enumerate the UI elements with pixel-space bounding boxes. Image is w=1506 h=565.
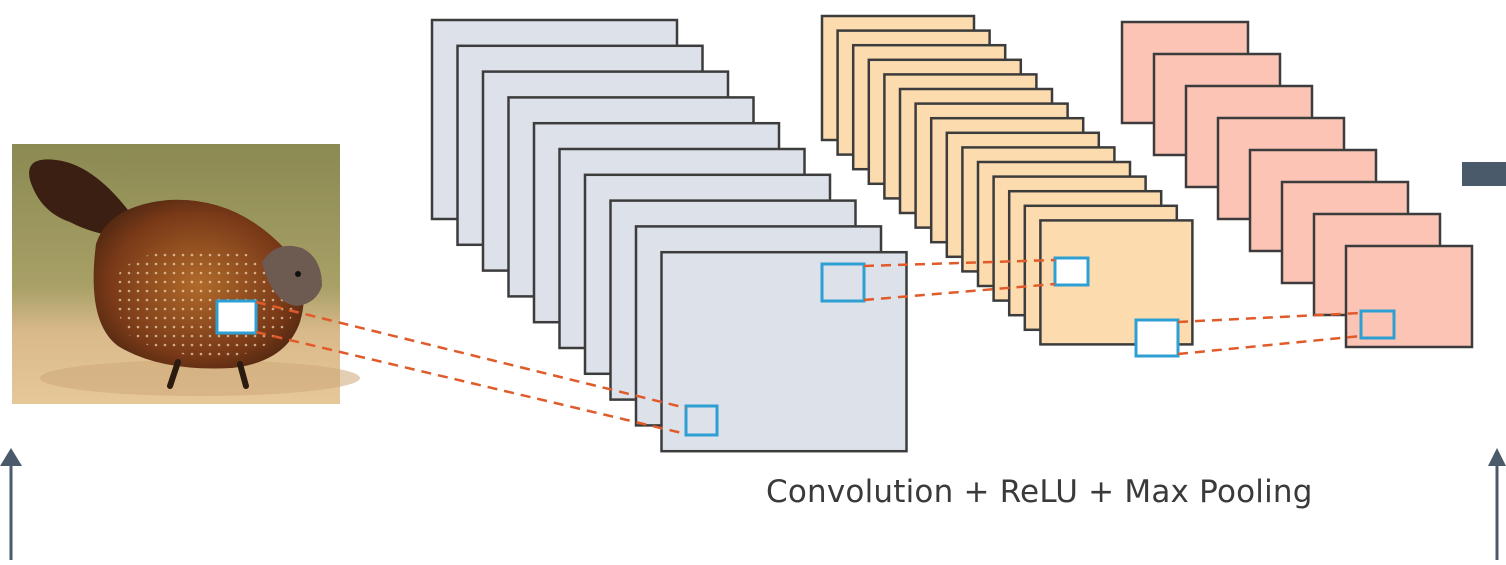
pool-receptive-field — [1359, 309, 1396, 340]
bird-legs — [167, 359, 249, 389]
conv-feature-map-frame — [660, 250, 908, 453]
relu-receptive-field-high — [1053, 256, 1090, 287]
connector-conv-bottom — [863, 282, 1056, 302]
connector-input-top — [255, 300, 687, 410]
up-arrow-icon — [1488, 448, 1506, 560]
pool-feature-maps — [1120, 20, 1474, 349]
connector-conv-top — [863, 258, 1056, 268]
pool-feature-map-frame — [1344, 244, 1474, 349]
stage-caption: Convolution + ReLU + Max Pooling — [766, 474, 1313, 510]
conv-receptive-field-low — [684, 404, 719, 437]
up-arrow-icon — [0, 448, 22, 560]
input-receptive-field — [215, 299, 258, 335]
conv-feature-maps — [430, 18, 908, 453]
bird-eye — [295, 271, 301, 277]
connector-relu-top — [1177, 311, 1362, 324]
right-arrow-icon — [1462, 162, 1506, 186]
relu-receptive-field-low — [1134, 318, 1180, 358]
input-image — [12, 144, 360, 404]
ground-shadow — [40, 360, 360, 396]
bird-head — [262, 245, 322, 306]
conv-receptive-field-high — [820, 262, 866, 303]
connector-lines — [255, 258, 1362, 436]
connector-input-bottom — [255, 330, 687, 436]
connector-relu-bottom — [1177, 334, 1362, 356]
